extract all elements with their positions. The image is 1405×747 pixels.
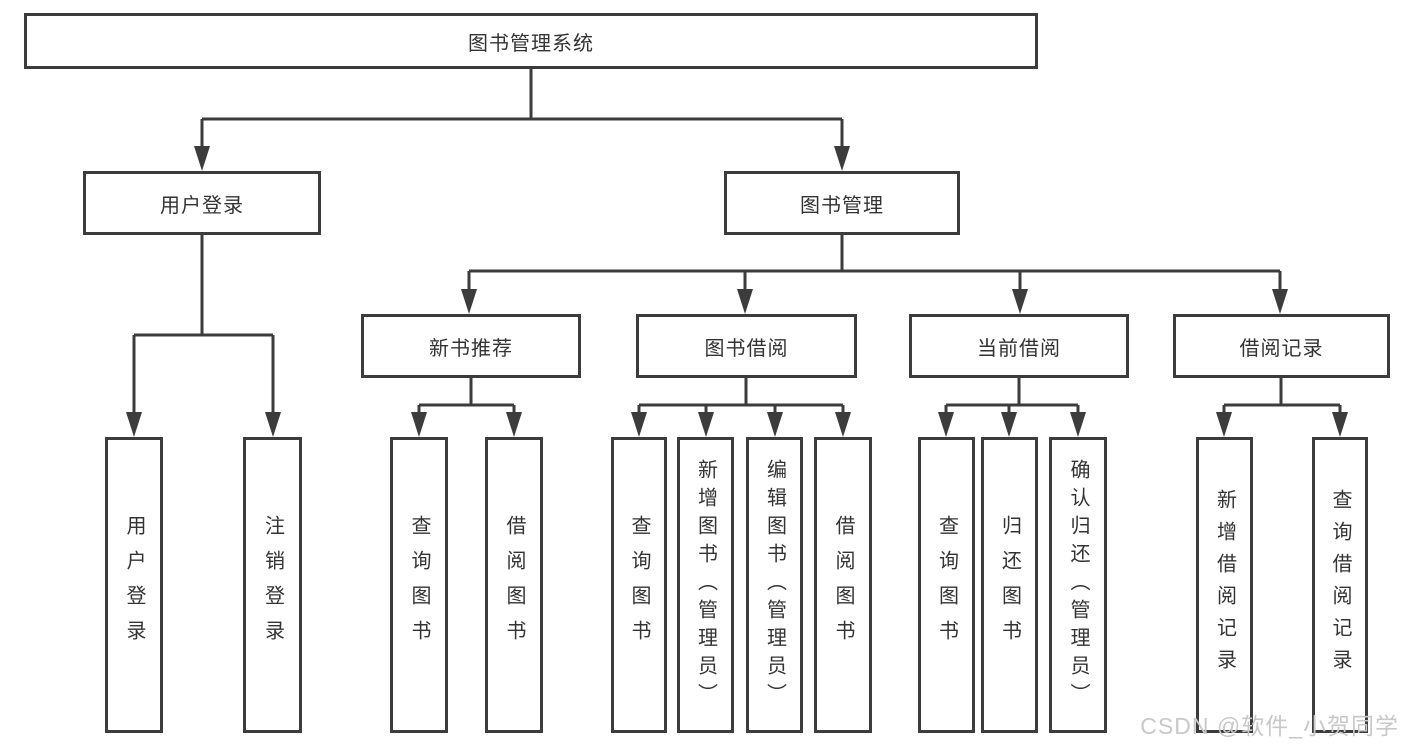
leaf-edit-books-admin: 编辑图书（管理员） — [746, 437, 803, 733]
node-label: 查询图书 — [935, 515, 958, 655]
leaf-query-borrow-record: 查询借阅记录 — [1312, 437, 1368, 733]
node-label: 新增借阅记录 — [1213, 489, 1236, 681]
node-label: 新增图书（管理员） — [694, 459, 717, 711]
node-book-management: 图书管理 — [724, 171, 960, 235]
node-label: 用户登录 — [160, 194, 244, 217]
node-new-book-recommendation: 新书推荐 — [361, 314, 581, 378]
node-label: 查询图书 — [628, 515, 650, 655]
leaf-user-login: 用户登录 — [105, 437, 163, 733]
node-label: 新书推荐 — [429, 337, 513, 360]
leaf-query-books-current: 查询图书 — [918, 437, 975, 733]
node-label: 借阅图书 — [832, 515, 854, 655]
node-label: 确认归还（管理员） — [1067, 459, 1089, 711]
leaf-borrow-books-recommend: 借阅图书 — [485, 437, 543, 733]
node-label: 编辑图书（管理员） — [763, 459, 786, 711]
node-label: 查询图书 — [408, 515, 430, 655]
leaf-add-borrow-record: 新增借阅记录 — [1196, 437, 1253, 733]
leaf-borrow-books-borrow: 借阅图书 — [814, 437, 872, 733]
leaf-query-books-recommend: 查询图书 — [390, 437, 448, 733]
leaf-return-books: 归还图书 — [981, 437, 1038, 733]
node-label: 注销登录 — [261, 515, 284, 655]
node-current-borrowing: 当前借阅 — [909, 314, 1129, 378]
csdn-watermark: CSDN @软件_小贺同学 — [1140, 713, 1399, 739]
leaf-logout: 注销登录 — [243, 437, 302, 733]
node-borrowing-records: 借阅记录 — [1173, 314, 1390, 378]
leaf-confirm-return-admin: 确认归还（管理员） — [1049, 437, 1107, 733]
node-label: 查询借阅记录 — [1329, 489, 1351, 681]
node-label: 借阅图书 — [503, 515, 525, 655]
node-label: 当前借阅 — [977, 337, 1061, 360]
node-label: 归还图书 — [998, 515, 1021, 655]
node-label: 图书管理系统 — [468, 32, 594, 55]
connector-stroke-path — [132, 69, 1342, 413]
node-book-borrowing: 图书借阅 — [636, 314, 857, 378]
node-label: 借阅记录 — [1239, 337, 1324, 360]
node-library-system: 图书管理系统 — [24, 13, 1038, 69]
leaf-add-books-admin: 新增图书（管理员） — [677, 437, 734, 733]
leaf-query-books-borrow: 查询图书 — [611, 437, 667, 733]
node-label: 图书管理 — [800, 194, 884, 217]
node-user-login: 用户登录 — [83, 171, 321, 235]
node-label: 用户登录 — [123, 515, 145, 655]
node-label: 图书借阅 — [704, 337, 789, 360]
